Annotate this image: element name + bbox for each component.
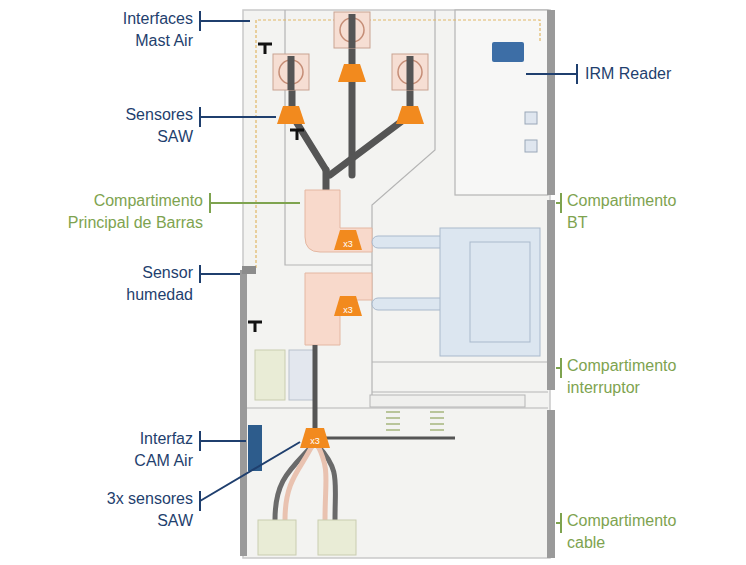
- part-label: Compartimento Principal de Barras: [53, 190, 203, 234]
- callout-number: x3: [338, 305, 358, 315]
- callout-number: x3: [338, 239, 358, 249]
- part-label: Interfaces Mast Air: [93, 8, 193, 52]
- part-label: Compartimento BT: [567, 190, 692, 234]
- part-label: Sensores SAW: [103, 104, 193, 148]
- part-label: Compartimento interruptor: [567, 355, 692, 399]
- part-label: Interfaz CAM Air: [108, 428, 193, 472]
- part-label: 3x sensores SAW: [98, 488, 193, 532]
- part-label: IRM Reader: [585, 63, 735, 85]
- part-label: Sensor humedad: [103, 262, 193, 306]
- part-label: Compartimento cable: [567, 510, 692, 554]
- callout-number: x3: [305, 436, 325, 446]
